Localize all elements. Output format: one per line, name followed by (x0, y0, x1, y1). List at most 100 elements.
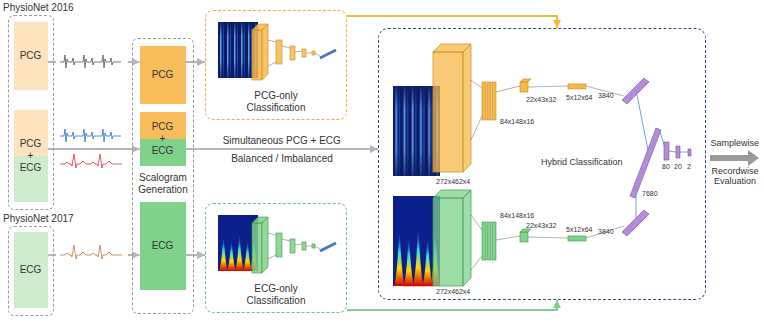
dimension-label: 7680 (642, 190, 658, 198)
node-label: ECG-only Classification (236, 283, 316, 307)
flow-arrow (347, 300, 557, 310)
ecg-only-cnn (276, 233, 282, 257)
signal-box: PCG (14, 22, 48, 90)
edge-note: Balanced / Imbalanced (231, 153, 333, 165)
node-label: Scalogram Generation (138, 172, 187, 196)
dimension-label: 84x148x16 (500, 212, 534, 220)
dimension-label: 20 (674, 163, 682, 171)
scalogram-box: PCG (140, 46, 186, 104)
dimension-label: 272x462x4 (436, 288, 470, 296)
hybrid-pcg-branch (471, 80, 624, 140)
hybrid-pcg-branch (528, 86, 568, 87)
hybrid-pcg-branch (463, 44, 471, 172)
pcg-only-cnn (276, 40, 282, 64)
pcg-only-cnn (302, 49, 306, 57)
hybrid-pcg-branch (520, 79, 531, 82)
pcg-only-cnn (268, 40, 320, 66)
hybrid-ecg-branch (433, 198, 463, 286)
hybrid-box: Hybrid Classification (378, 28, 706, 300)
hybrid-ecg-branch (496, 236, 520, 240)
dimension-label: 3840 (598, 92, 614, 100)
ecg-only-cnn (320, 243, 336, 251)
pcg-only-cnn (268, 40, 276, 42)
pcg-only-cnn (218, 22, 336, 80)
hybrid-ecg-branch (520, 232, 528, 242)
hybrid-pcg-branch (393, 44, 649, 176)
dimension-label: 5x12x64 (566, 94, 592, 102)
ecg-only-cnn (282, 239, 290, 241)
hybrid-ecg-branch (482, 222, 486, 260)
hybrid-ecg-branch (568, 236, 586, 241)
pcg-only-cnn (268, 62, 276, 66)
fusion-layers (680, 152, 688, 153)
output-label: Recordwise Evaluation (708, 166, 762, 187)
signal-box: PCG + ECG (14, 110, 48, 202)
ecg-only-cnn (306, 246, 312, 247)
ecg-waveform (56, 240, 128, 268)
hybrid-ecg-branch (433, 190, 471, 286)
ecg-only-cnn (315, 246, 320, 249)
pcg-only-cnn (262, 24, 268, 80)
hybrid-ecg-branch (528, 237, 568, 238)
pcg-only-cnn (290, 46, 295, 60)
flow-arrow (347, 16, 557, 28)
classifier-box: ECG-only Classification (205, 203, 347, 313)
node-label: ECG (152, 240, 174, 252)
ecg-waveform (56, 240, 128, 268)
ecg-only-cnn (252, 223, 262, 273)
pcg-ecg-waveforms (60, 129, 121, 142)
pcg-waveform (60, 55, 121, 68)
pcg-ecg-waveforms (60, 129, 122, 168)
ecg-only-cnn (290, 239, 295, 253)
fusion-layers (636, 90, 688, 218)
pcg-waveform (56, 50, 128, 74)
fusion-layers (664, 142, 669, 160)
scalogram-box: PCG + ECG (140, 112, 186, 166)
edge-label: Simultaneous PCG + ECG (223, 135, 341, 147)
pcg-only-cnn (295, 51, 302, 52)
hybrid-ecg-branch (492, 222, 496, 260)
hybrid-pcg-branch (622, 78, 649, 104)
dimension-label: 272x462x4 (436, 178, 470, 186)
dimension-label: 22x43x32 (526, 222, 556, 230)
hybrid-pcg-branch (471, 80, 482, 88)
pcg-waveform (56, 50, 128, 74)
ecg-only-cnn (268, 233, 320, 259)
hybrid-pcg-branch (482, 82, 486, 120)
dataset-box: PhysioNet 2017ECG (8, 226, 54, 316)
ecg-only-cnn (268, 233, 276, 235)
flow-arrow (186, 61, 206, 63)
node-label: PhysioNet 2016 (3, 2, 74, 14)
fusion-layers (630, 90, 691, 218)
ecg-only-cnn (252, 217, 315, 273)
hybrid-ecg-branch (393, 190, 649, 286)
node-label: PCG (152, 69, 174, 81)
output-label: Samplewise (710, 138, 759, 148)
hybrid-ecg-branch (471, 256, 482, 270)
hybrid-pcg-branch (496, 86, 520, 92)
hybrid-pcg-branch (520, 82, 528, 92)
dimension-label: 2 (687, 163, 691, 171)
ecg-only-cnn (302, 242, 306, 250)
dimension-label: 5x12x64 (566, 226, 592, 234)
hybrid-ecg-branch (471, 215, 624, 270)
fusion-layers (636, 90, 648, 150)
dataset-box: PhysioNet 2016PCGPCG + ECG (8, 15, 54, 210)
dimension-label: 80 (662, 163, 670, 171)
dimension-label: 3840 (598, 228, 614, 236)
ecg-only-cnn (262, 217, 268, 273)
pcg-only-cnn (320, 50, 336, 58)
output-arrow (710, 150, 759, 166)
node-label: PCG (20, 50, 42, 62)
pcg-only-cnn (252, 24, 315, 80)
flow-arrow (186, 148, 379, 150)
node-label: PCG + ECG (152, 121, 174, 157)
hybrid-ecg-branch (471, 215, 482, 230)
flow-arrow (48, 148, 140, 150)
pcg-only-cnn (282, 46, 290, 48)
pcg-only-cnn (252, 30, 262, 80)
hybrid-ecg-branch (622, 210, 649, 236)
